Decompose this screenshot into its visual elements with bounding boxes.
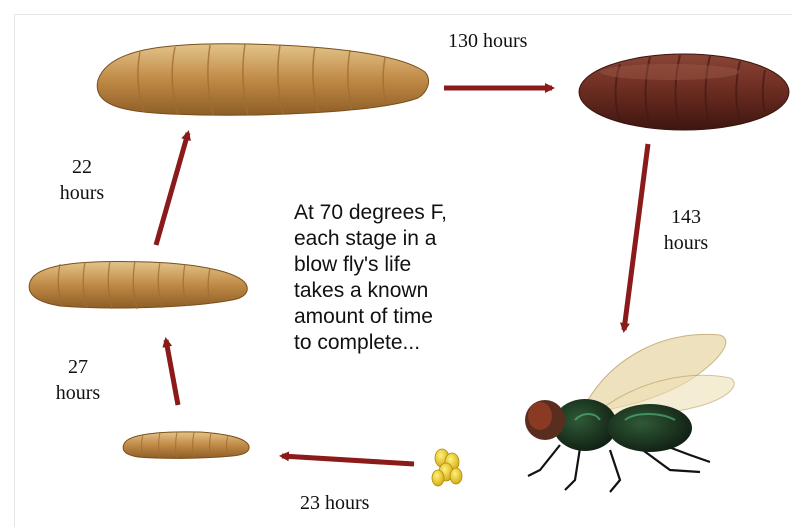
duration-label-143-unit: hours [656, 230, 716, 256]
duration-label-22-number: 22 [42, 154, 122, 180]
duration-label-143-number: 143 [656, 204, 716, 230]
eggs [432, 449, 462, 486]
description-line: At 70 degrees F, [294, 200, 524, 226]
pupa [579, 54, 789, 130]
duration-label-27-hours: 27 hours [38, 354, 118, 406]
arrow-eggs-to-small-larva [282, 456, 414, 464]
life-cycle-description: At 70 degrees F, each stage in a blow fl… [294, 200, 524, 356]
duration-label-27-number: 27 [38, 354, 118, 380]
duration-label-22-unit: hours [42, 180, 122, 206]
adult-fly [525, 334, 734, 492]
duration-label-23-hours: 23 hours [300, 490, 369, 516]
arrow-pupa-to-fly [624, 144, 648, 330]
duration-label-22-hours: 22 hours [42, 154, 122, 206]
arrow-small-to-medium-larva [166, 340, 178, 405]
large-larva [97, 44, 428, 116]
description-line: each stage in a [294, 226, 524, 252]
description-line: takes a known [294, 278, 524, 304]
small-larva [123, 432, 249, 459]
description-line: to complete... [294, 330, 524, 356]
duration-label-27-unit: hours [38, 380, 118, 406]
description-line: amount of time [294, 304, 524, 330]
description-line: blow fly's life [294, 252, 524, 278]
duration-label-130-hours: 130 hours [448, 28, 527, 54]
medium-larva [29, 261, 247, 309]
arrow-medium-to-large-larva [156, 133, 188, 245]
duration-label-143-hours: 143 hours [656, 204, 716, 256]
